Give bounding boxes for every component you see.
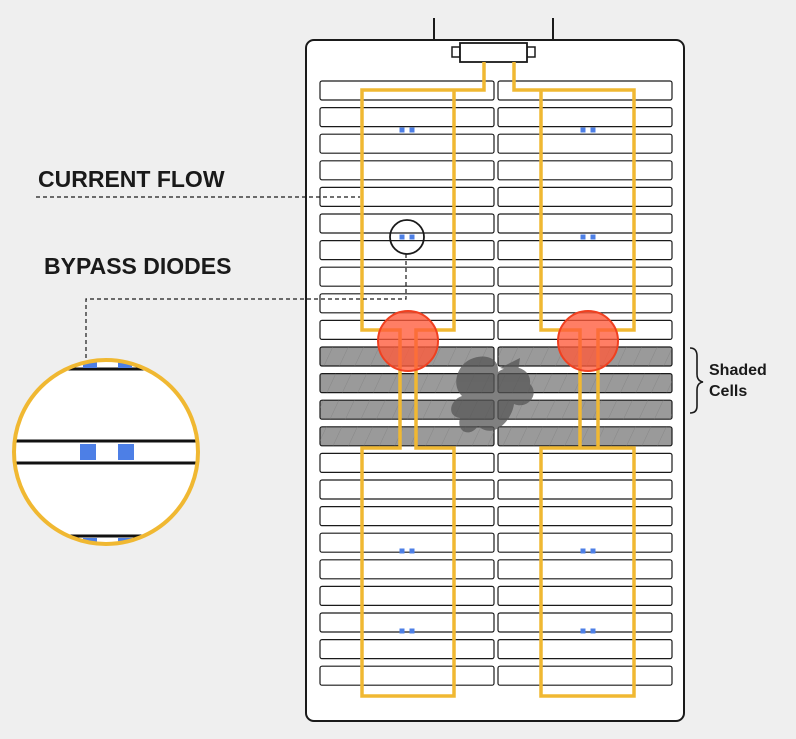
solar-cell (319, 452, 495, 473)
diode-marker-circle (389, 219, 425, 255)
solar-cell (319, 479, 495, 500)
solar-cell (319, 665, 495, 686)
leader-lines (36, 196, 407, 360)
bypass-diode-icon (399, 628, 405, 634)
solar-cell (497, 585, 673, 607)
solar-cell (497, 665, 673, 686)
solar-cell (319, 612, 495, 633)
junction-box-icon (451, 42, 536, 63)
shaded-cell-hatch (320, 400, 494, 420)
shaded-cell-hatch (498, 373, 672, 393)
solar-cell (497, 506, 673, 527)
bypass-diode-icon (409, 127, 415, 133)
solar-cell (497, 452, 673, 473)
bypass-diode-icon (409, 628, 415, 634)
solar-cell (319, 213, 495, 234)
bypass-diode-icon (590, 234, 596, 240)
bypass-diode-icon (409, 548, 415, 554)
solar-cell (497, 186, 673, 207)
current-flow-label: CURRENT FLOW (38, 166, 225, 192)
solar-cell (497, 266, 673, 287)
bypass-diode-icon (399, 548, 405, 554)
bypass-diodes-label: BYPASS DIODES (44, 253, 231, 279)
solar-cell (319, 559, 495, 580)
shaded-cells-label-line2: Cells (709, 383, 747, 400)
solar-cell (319, 106, 495, 128)
solar-cell (497, 638, 673, 660)
bypass-diode-icon (580, 628, 586, 634)
bypass-diode-icon (399, 234, 405, 240)
solar-cell (497, 293, 673, 314)
shaded-cells-brace (689, 347, 704, 414)
bypass-diode-icon (590, 127, 596, 133)
solar-cell (497, 559, 673, 580)
solar-cell (319, 506, 495, 527)
bypass-diode-icon (409, 234, 415, 240)
solar-cell (497, 160, 673, 181)
shaded-cell-hatch (320, 426, 494, 446)
bypass-diodes (399, 127, 596, 634)
shaded-cells-label-line1: Shaded (709, 362, 767, 379)
bypass-diode-icon (590, 628, 596, 634)
shaded-cell-hatch (498, 400, 672, 420)
bypass-diode-icon (590, 548, 596, 554)
solar-cell (497, 240, 673, 261)
solar-cell (319, 293, 495, 314)
solar-cell (319, 240, 495, 261)
solar-cell (319, 638, 495, 660)
shaded-cell-hatch (498, 426, 672, 446)
bypass-diode-icon (580, 127, 586, 133)
bypass-diode-icon (399, 127, 405, 133)
magnifier-icon (12, 358, 200, 546)
solar-cell (497, 479, 673, 500)
solar-cell (497, 213, 673, 234)
solar-cell (497, 106, 673, 128)
solar-cell (319, 160, 495, 181)
leaf-shadow-icon (451, 356, 534, 433)
bypass-diode-icon (580, 234, 586, 240)
solar-cell (319, 532, 495, 553)
hotspot-icon (377, 310, 619, 372)
solar-cell (319, 266, 495, 287)
solar-cell (497, 133, 673, 154)
bypass-diode-icon (580, 548, 586, 554)
solar-cell (319, 133, 495, 154)
solar-cell (319, 585, 495, 607)
shaded-cell-hatch (320, 373, 494, 393)
